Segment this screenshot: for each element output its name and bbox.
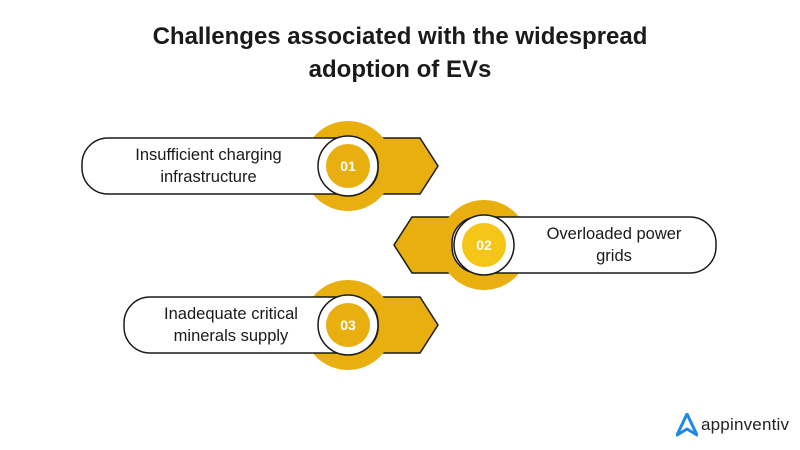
challenge-label-1: Insufficient charging infrastructure bbox=[96, 144, 321, 188]
number-badge-3-text: 03 bbox=[340, 317, 356, 333]
brand-logo: appinventiv bbox=[676, 413, 789, 437]
challenge-item-1 bbox=[81, 121, 439, 211]
challenge-label-1-line-1: Insufficient charging bbox=[135, 146, 282, 164]
challenge-label-3: Inadequate critical minerals supply bbox=[136, 303, 326, 347]
number-badge-1 bbox=[326, 144, 370, 188]
brand-name: appinventiv bbox=[701, 415, 790, 434]
number-badge-2 bbox=[462, 223, 506, 267]
number-badge-1-text: 01 bbox=[340, 158, 356, 174]
challenge-item-2 bbox=[393, 200, 717, 290]
challenge-label-3-line-2: minerals supply bbox=[173, 327, 289, 345]
number-badge-3 bbox=[326, 303, 370, 347]
challenge-label-2-line-1: Overloaded power bbox=[546, 225, 682, 243]
challenge-label-2-line-2: grids bbox=[596, 247, 632, 265]
challenge-label-1-line-2: infrastructure bbox=[160, 168, 257, 186]
page-title: Challenges associated with the widesprea… bbox=[0, 20, 800, 86]
appinventiv-logo-icon bbox=[676, 413, 698, 437]
title-line-1: Challenges associated with the widesprea… bbox=[152, 23, 648, 50]
challenge-label-2: Overloaded power grids bbox=[514, 223, 714, 267]
challenge-item-3 bbox=[123, 280, 439, 370]
challenge-label-3-line-1: Inadequate critical bbox=[164, 305, 298, 323]
title-line-2: adoption of EVs bbox=[308, 56, 492, 83]
label-box-2 bbox=[451, 216, 717, 274]
number-badge-2-text: 02 bbox=[476, 237, 492, 253]
